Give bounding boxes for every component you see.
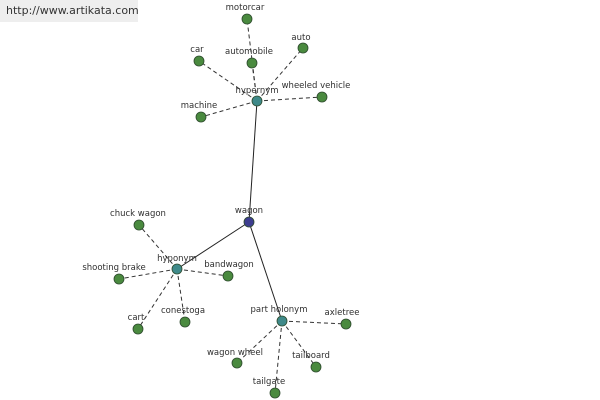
label-tailgate: tailgate: [253, 377, 285, 387]
node-cart[interactable]: [132, 323, 144, 335]
edge-hypernym-to-wheeled-vehicle: [256, 96, 323, 102]
label-bandwagon: bandwagon: [204, 260, 254, 270]
edge-hyponym-to-chuck-wagon: [138, 224, 178, 270]
node-wagon-wheel[interactable]: [231, 357, 243, 369]
edge-hypernym-to-auto: [256, 47, 304, 102]
label-auto: auto: [291, 33, 310, 43]
node-car[interactable]: [193, 55, 205, 67]
label-wheeled-vehicle: wheeled vehicle: [282, 81, 351, 91]
edge-part-holonym-to-wagon-wheel: [236, 320, 283, 364]
label-motorcar: motorcar: [226, 3, 265, 13]
node-automobile[interactable]: [246, 57, 258, 69]
node-tailgate[interactable]: [269, 387, 281, 399]
node-wagon[interactable]: [243, 216, 255, 228]
label-part-holonym: part holonym: [251, 305, 308, 315]
node-part-holonym[interactable]: [276, 315, 288, 327]
node-hypernym[interactable]: [251, 95, 263, 107]
label-conestoga: conestoga: [161, 306, 205, 316]
edge-hyponym-to-cart: [137, 268, 178, 330]
edge-hypernym-to-car: [198, 60, 258, 102]
label-shooting-brake: shooting brake: [82, 263, 145, 273]
node-machine[interactable]: [195, 111, 207, 123]
edge-hypernym-to-automobile: [251, 62, 258, 102]
node-motorcar[interactable]: [241, 13, 253, 25]
label-machine: machine: [181, 101, 218, 111]
label-tailboard: tailboard: [292, 351, 330, 361]
label-cart: cart: [128, 313, 145, 323]
label-wagon: wagon: [235, 206, 263, 216]
node-bandwagon[interactable]: [222, 270, 234, 282]
label-car: car: [190, 45, 204, 55]
edge-wagon-to-part-holonym: [248, 221, 283, 322]
edge-hyponym-to-conestoga: [176, 268, 186, 323]
edge-part-holonym-to-tailgate: [274, 320, 283, 394]
nodes-layer: [113, 13, 352, 399]
edge-part-holonym-to-axletree: [281, 320, 347, 325]
edge-hyponym-to-bandwagon: [176, 268, 229, 277]
edges-layer: [118, 18, 347, 394]
node-chuck-wagon[interactable]: [133, 219, 145, 231]
labels-layer: motorcar car automobile auto wheeled vehicle…: [82, 3, 359, 387]
node-tailboard[interactable]: [310, 361, 322, 373]
source-url[interactable]: http://www.artikata.com: [0, 0, 138, 22]
node-auto[interactable]: [297, 42, 309, 54]
edge-part-holonym-to-tailboard: [281, 320, 317, 368]
node-axletree[interactable]: [340, 318, 352, 330]
edge-wagon-to-hyponym: [176, 221, 250, 270]
label-wagon-wheel: wagon wheel: [207, 348, 263, 358]
label-chuck-wagon: chuck wagon: [110, 209, 166, 219]
node-conestoga[interactable]: [179, 316, 191, 328]
edge-wagon-to-hypernym: [248, 100, 258, 223]
label-hyponym: hyponym: [157, 254, 197, 264]
label-automobile: automobile: [225, 47, 273, 57]
node-wheeled-vehicle[interactable]: [316, 91, 328, 103]
edge-hyponym-to-shooting-brake: [118, 268, 178, 280]
edge-hypernym-to-machine: [200, 100, 258, 118]
node-shooting-brake[interactable]: [113, 273, 125, 285]
label-hypernym: hypernym: [235, 86, 278, 96]
label-axletree: axletree: [325, 308, 360, 318]
node-hyponym[interactable]: [171, 263, 183, 275]
